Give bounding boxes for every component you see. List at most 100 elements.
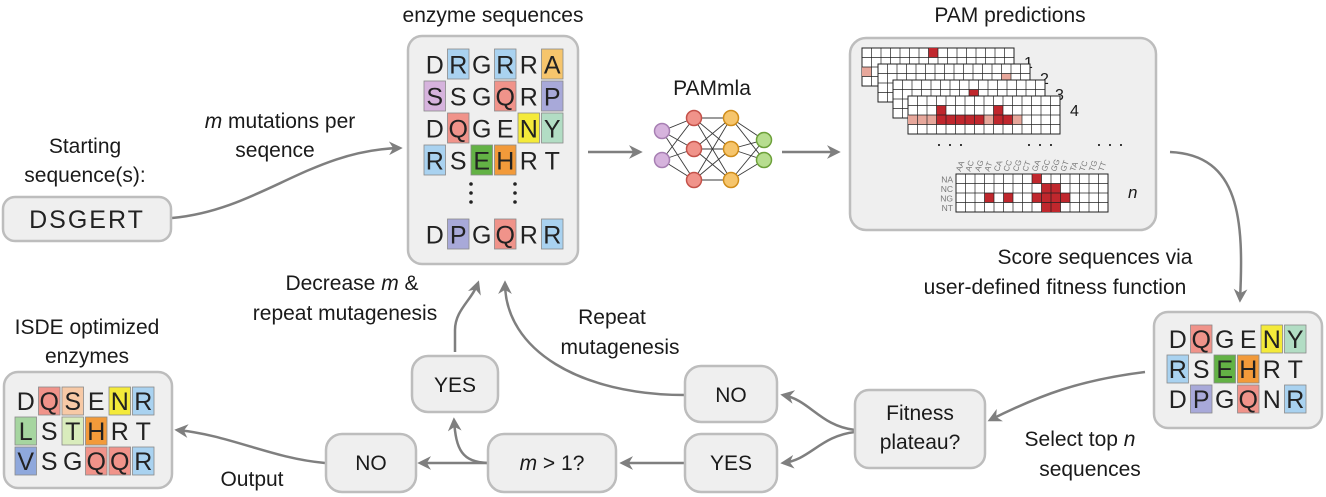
pam-heat-cell — [984, 115, 994, 125]
pam-col-tick: CC — [1002, 159, 1014, 173]
pam-col-tick: CT — [1021, 159, 1033, 172]
enzyme-residue: G — [472, 222, 491, 250]
pam-heat-cell — [936, 115, 946, 125]
pam-col-tick: AC — [964, 159, 976, 173]
enzyme-residue: R — [426, 148, 444, 176]
top-n-residue-highlight — [1190, 384, 1213, 414]
top-n-residue: P — [1193, 386, 1210, 414]
pam-heat-cell — [908, 115, 918, 125]
mutations-m: m — [205, 110, 223, 133]
repeat-label-line1: Repeat — [578, 306, 646, 329]
arrow-pam-to-score — [1169, 150, 1248, 303]
pam-col-tick: GG — [1049, 158, 1062, 173]
network-node — [685, 109, 703, 127]
enzyme-residue: D — [426, 116, 444, 144]
pam-heat-cell — [1001, 73, 1011, 83]
pam-predictions-title: PAM predictions — [934, 4, 1085, 27]
top-n-residue: Q — [1239, 386, 1258, 414]
isde-residue: L — [19, 418, 33, 446]
yes-up-box — [410, 354, 500, 414]
enzyme-residue-highlight — [423, 80, 446, 112]
select-text: Select top — [1025, 428, 1118, 451]
no-right-label: NO — [715, 384, 747, 407]
top-n-residue-highlight — [1213, 354, 1236, 384]
enzyme-residue-highlight — [447, 112, 470, 144]
isde-residue-highlight — [108, 386, 131, 416]
pam-row-tick: NG — [940, 194, 953, 204]
isde-residue: E — [88, 388, 105, 416]
pam-ellipsis: · · · — [936, 134, 964, 154]
pam-heat-cell — [928, 48, 938, 58]
pammla-network-icon — [653, 109, 773, 189]
isde-residue: S — [64, 388, 81, 416]
starting-label-line1: Starting — [49, 135, 121, 158]
no-left-box — [324, 432, 418, 494]
isde-residue: G — [63, 448, 82, 476]
network-node — [755, 131, 773, 149]
pam-row-tick: NT — [942, 203, 953, 213]
pam-heat-cell — [1051, 193, 1061, 203]
isde-residue-highlight — [61, 416, 84, 446]
select-n: n — [1124, 428, 1136, 451]
isde-label-line2: enzymes — [45, 345, 129, 368]
pam-heat-cell — [927, 115, 937, 125]
top-n-residue: N — [1263, 326, 1281, 354]
top-n-residue: D — [1169, 386, 1187, 414]
network-edge — [730, 117, 765, 161]
top-n-residue: Q — [1192, 326, 1211, 354]
network-node — [722, 171, 740, 189]
top-n-residue-highlight — [1166, 354, 1189, 384]
pam-heat-cell — [974, 115, 984, 125]
enzyme-residue: R — [520, 222, 538, 250]
arrow-no-to-repeat — [498, 280, 686, 397]
isde-residue: H — [87, 418, 105, 446]
enzyme-residue-highlight — [494, 48, 517, 80]
pam-heat-cell — [1012, 115, 1022, 125]
enzyme-residue: R — [520, 148, 538, 176]
network-node — [653, 151, 671, 169]
pam-heat-cell — [993, 115, 1003, 125]
decrease-text: Decrease — [285, 272, 375, 295]
top-n-residue: H — [1239, 356, 1257, 384]
pam-heat-cell — [993, 105, 1003, 115]
pam-heat-cell — [1051, 202, 1061, 212]
pam-heat-cell — [1051, 183, 1061, 193]
enzyme-ellipsis — [469, 182, 517, 204]
isde-residue: R — [134, 448, 152, 476]
top-n-residue: Y — [1287, 326, 1304, 354]
isde-residue-highlight — [38, 386, 61, 416]
enzyme-residue-highlight — [541, 80, 564, 112]
pam-heat-cell — [1003, 115, 1013, 125]
pam-heat-cell — [1032, 193, 1042, 203]
yes-up-label: YES — [434, 374, 476, 397]
pam-heat-cell — [1041, 193, 1051, 203]
pam-n-label: n — [1128, 183, 1137, 202]
enzyme-residue: Y — [544, 116, 561, 144]
top-n-residue: T — [1288, 356, 1303, 384]
enzyme-residue: S — [426, 84, 443, 112]
enzyme-residue: Q — [449, 116, 468, 144]
pam-col-tick: TC — [1078, 159, 1090, 172]
m-greater-1-box — [486, 432, 618, 494]
decrease-label-line1: Decrease m & — [285, 272, 418, 295]
enzyme-residue: R — [520, 84, 538, 112]
enzyme-residue: S — [450, 84, 467, 112]
m-greater-1-m: m — [520, 452, 538, 475]
enzyme-residue: A — [544, 52, 561, 80]
isde-residue-highlight — [85, 446, 108, 476]
network-edge — [661, 117, 695, 161]
pam-col-tick: CG — [1011, 158, 1024, 172]
enzyme-residue: Q — [496, 84, 515, 112]
pam-col-tick: AA — [954, 159, 966, 173]
score-label-line2: user-defined fitness function — [924, 276, 1187, 299]
enzyme-residue-highlight — [447, 48, 470, 80]
enzyme-residue-highlight — [423, 144, 446, 176]
enzyme-residue-highlight — [541, 48, 564, 80]
enzyme-residue: E — [497, 116, 514, 144]
fitness-label-line1: Fitness — [886, 402, 954, 425]
isde-residue-highlight — [85, 416, 108, 446]
flow-arrows — [171, 141, 1248, 470]
top-n-residue-highlight — [1237, 354, 1260, 384]
pam-layer-number: 4 — [1070, 103, 1079, 120]
